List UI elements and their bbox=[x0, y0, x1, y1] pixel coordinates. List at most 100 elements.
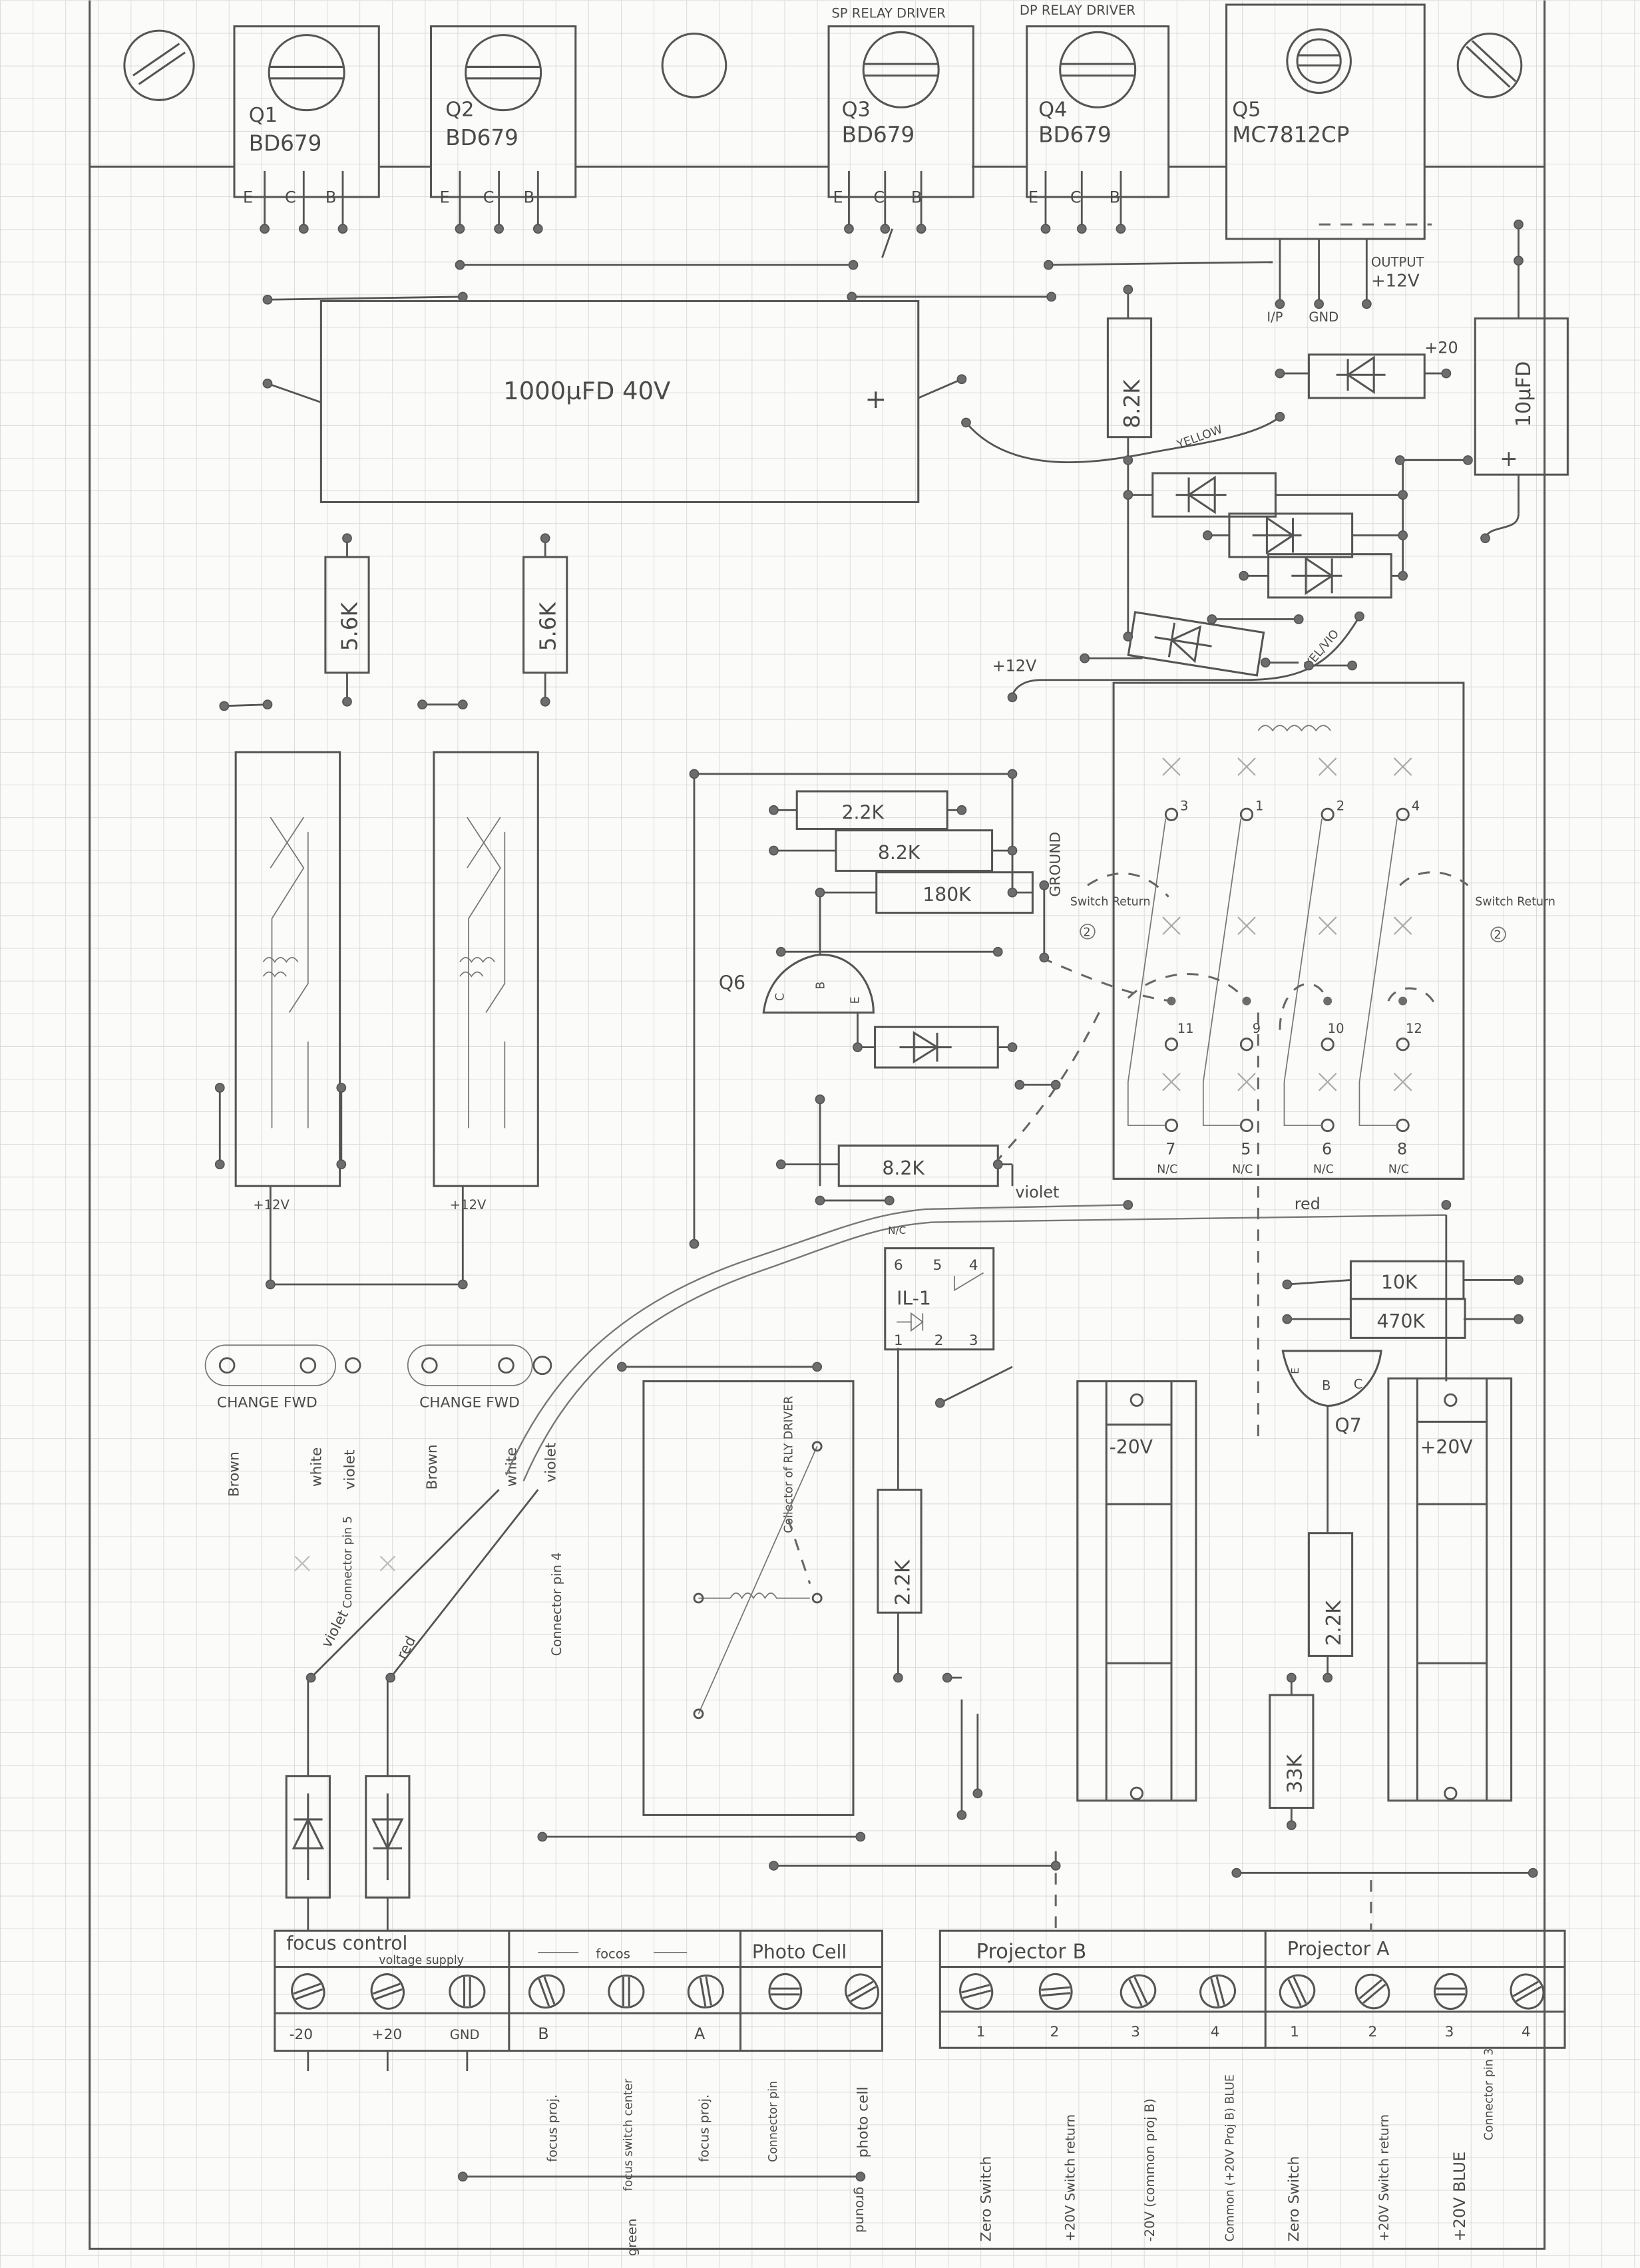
pin-label: C bbox=[483, 188, 495, 207]
label-connector-pin-4: Connector pin 4 bbox=[549, 1552, 564, 1656]
solder-pad bbox=[1007, 845, 1018, 856]
optocoupler-il1: N/C 6 5 4 IL-1 1 2 3 bbox=[884, 1225, 995, 1351]
solder-pad bbox=[815, 1094, 825, 1105]
yellow-wire bbox=[965, 416, 1281, 463]
screw-head bbox=[370, 1973, 405, 2010]
terminal-label: 4 bbox=[1211, 2024, 1220, 2040]
screw-head bbox=[1510, 1973, 1545, 2010]
wire bbox=[267, 382, 321, 403]
solder-pad bbox=[1007, 887, 1018, 898]
transistor-id: Q3 bbox=[842, 98, 871, 121]
pin-label: E bbox=[833, 188, 843, 207]
solder-pad bbox=[689, 769, 700, 779]
pin-number: 5 bbox=[1241, 1139, 1251, 1158]
pin-label: E bbox=[1289, 1368, 1301, 1374]
block-title: focus control bbox=[286, 1932, 407, 1954]
x-mark bbox=[1162, 916, 1181, 935]
screw-head bbox=[845, 1973, 879, 2010]
solder-pad bbox=[1040, 224, 1051, 234]
solder-pad bbox=[1007, 692, 1018, 703]
solder-pad bbox=[769, 845, 779, 856]
wire-label: Connector pin 3 bbox=[1482, 2048, 1496, 2141]
solder-pad bbox=[214, 1159, 225, 1170]
resistor-stack: 2.2K 8.2K 180K 8.2K bbox=[795, 790, 1034, 1187]
solder-pad bbox=[1039, 880, 1050, 890]
terminal-label: 4 bbox=[1522, 2024, 1531, 2040]
terminal-label: 3 bbox=[1445, 2024, 1454, 2040]
pin-number: 3 bbox=[969, 1332, 978, 1349]
capacitor-value: 10µFD bbox=[1512, 361, 1536, 427]
solder-pad bbox=[1123, 455, 1133, 465]
capacitor-value: 1000µFD 40V bbox=[503, 377, 670, 405]
solder-pad bbox=[342, 696, 352, 707]
solder-pad bbox=[844, 224, 854, 234]
x-mark bbox=[1162, 757, 1181, 776]
solder-pads bbox=[214, 219, 1538, 2182]
wire-label: photo cell bbox=[855, 2086, 872, 2158]
pin-label: C bbox=[285, 188, 296, 207]
pin-label: B bbox=[1110, 188, 1120, 207]
transistor-part: BD679 bbox=[1038, 122, 1112, 147]
solder-pad bbox=[1123, 490, 1133, 500]
solder-pad bbox=[385, 1672, 396, 1683]
pin-number: 1 bbox=[894, 1332, 903, 1349]
solder-pad bbox=[956, 805, 967, 815]
solder-pad bbox=[1398, 530, 1408, 540]
yel-vio-wire bbox=[1011, 616, 1360, 697]
screw-slot bbox=[622, 1977, 630, 2006]
solder-pad bbox=[992, 946, 1003, 957]
pin-number: 2 bbox=[1336, 798, 1344, 813]
solder-pad bbox=[855, 1831, 866, 1842]
screw-slot bbox=[1128, 1977, 1148, 2006]
solder-pad bbox=[1361, 299, 1372, 309]
wire-label: focus switch center bbox=[622, 2078, 636, 2191]
sp-relay-driver-caption: SP RELAY DRIVER bbox=[831, 6, 946, 21]
transistor-id: Q4 bbox=[1038, 98, 1067, 121]
terminal-label: 1 bbox=[1290, 2024, 1299, 2040]
wire bbox=[918, 378, 962, 399]
solder-pad bbox=[1076, 224, 1087, 234]
wiring bbox=[218, 170, 1534, 2178]
pin-label: C bbox=[774, 993, 787, 1001]
wire-label: Common (+20V Proj B) BLUE bbox=[1223, 2074, 1237, 2241]
relay-pin bbox=[1239, 807, 1254, 821]
resistor-value: 8.2K bbox=[878, 842, 921, 864]
solder-pad bbox=[1323, 996, 1332, 1006]
screw-icon bbox=[768, 1973, 803, 2010]
switch-label: CHANGE FWD bbox=[419, 1395, 520, 1412]
solder-pad bbox=[337, 224, 348, 234]
screw-icon bbox=[608, 1975, 645, 2008]
x-mark bbox=[379, 1555, 395, 1571]
solder-pad bbox=[880, 224, 891, 234]
x-mark bbox=[1318, 757, 1337, 776]
pin-number: 12 bbox=[1406, 1021, 1422, 1036]
capacitor-10ufd: 10µFD + bbox=[1474, 317, 1569, 476]
wire bbox=[1287, 1279, 1351, 1286]
screw-slot bbox=[538, 1977, 556, 2006]
terminal-label: 2 bbox=[1368, 2024, 1378, 2040]
screw-head bbox=[1120, 1974, 1157, 2009]
pin-label: B bbox=[1322, 1378, 1331, 1394]
mounting-screw-icon bbox=[1456, 32, 1523, 98]
block-title: Projector B bbox=[976, 1941, 1087, 1964]
solder-pad bbox=[1043, 260, 1054, 270]
pin-number: 6 bbox=[894, 1257, 903, 1274]
solder-pad bbox=[769, 1861, 779, 1871]
solder-pad bbox=[1275, 411, 1285, 422]
label-violet: violet bbox=[341, 1449, 358, 1489]
solder-pad bbox=[815, 887, 825, 898]
transistor-q1: Q1 BD679 E C B bbox=[233, 25, 380, 207]
screw-head bbox=[1354, 1973, 1390, 2010]
relay-change-fwd-right: +12V bbox=[433, 751, 539, 1213]
screw-slot bbox=[1512, 1981, 1542, 2002]
screw-slot bbox=[463, 1977, 471, 2006]
solder-pad bbox=[1014, 1079, 1025, 1090]
relay-rly-driver bbox=[642, 1380, 855, 1816]
wire-label: +20V Switch return bbox=[1062, 2114, 1078, 2241]
label-connector-pins: Connector pin 5 bbox=[341, 1516, 355, 1608]
wire-label: -20V (common proj B) bbox=[1142, 2098, 1157, 2241]
transistor-part: BD679 bbox=[249, 130, 322, 156]
terminal-label: 1 bbox=[976, 2024, 986, 2040]
resistor-value: 10K bbox=[1381, 1271, 1418, 1293]
